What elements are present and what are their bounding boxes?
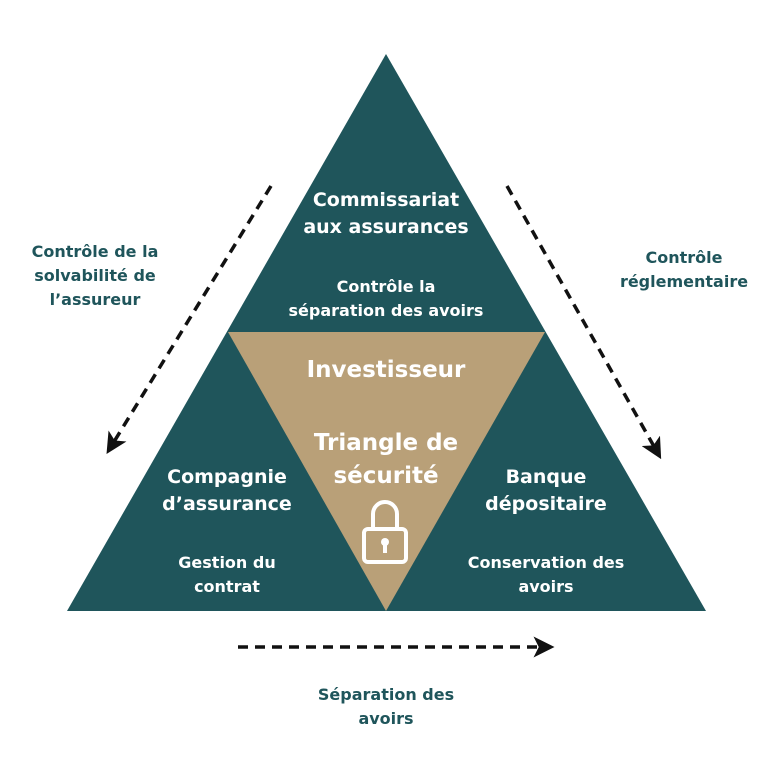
center-title-line2: sécurité <box>333 463 439 489</box>
edge-bottom-label: Séparation des avoirs <box>296 683 476 731</box>
right-node-role-line2: avoirs <box>518 577 574 596</box>
right-node-role-line1: Conservation des <box>467 553 625 572</box>
left-node-role-line1: Gestion du <box>178 553 276 572</box>
edge-bottom-line1: Séparation des <box>317 685 455 704</box>
top-node-role-line2: séparation des avoirs <box>288 301 484 320</box>
inner-triangle <box>228 332 545 611</box>
center-top-label: Investisseur <box>306 357 466 383</box>
right-node-role: Conservation des avoirs <box>436 551 656 599</box>
edge-left-line2: solvabilité de <box>34 266 156 285</box>
center-title-line1: Triangle de <box>313 430 459 456</box>
edge-right-line1: Contrôle <box>645 248 723 267</box>
left-node-role: Gestion du contrat <box>137 551 317 599</box>
edge-right-label: Contrôle réglementaire <box>606 246 762 294</box>
right-node-title-line2: dépositaire <box>485 493 607 515</box>
edge-left-line1: Contrôle de la <box>31 242 159 261</box>
top-node-title: Commissariat aux assurances <box>286 187 486 241</box>
edge-right-line2: réglementaire <box>619 272 749 291</box>
center-title: Triangle de sécurité <box>286 427 486 493</box>
left-node-role-line2: contrat <box>194 577 260 596</box>
top-node-title-line2: aux assurances <box>303 216 469 238</box>
edge-left-line3: l’assureur <box>49 290 141 309</box>
edge-bottom-line2: avoirs <box>358 709 414 728</box>
left-node-title-line2: d’assurance <box>162 493 292 515</box>
top-node-role-line1: Contrôle la <box>336 277 436 296</box>
padlock-icon <box>362 500 408 564</box>
top-node-title-line1: Commissariat <box>312 189 460 211</box>
right-node-title-line1: Banque <box>505 466 587 488</box>
edge-left-label: Contrôle de la solvabilité de l’assureur <box>10 240 180 312</box>
left-node-title-line1: Compagnie <box>167 466 287 488</box>
top-node-role: Contrôle la séparation des avoirs <box>271 275 501 323</box>
left-node-title: Compagnie d’assurance <box>127 464 327 518</box>
right-node-title: Banque dépositaire <box>446 464 646 518</box>
